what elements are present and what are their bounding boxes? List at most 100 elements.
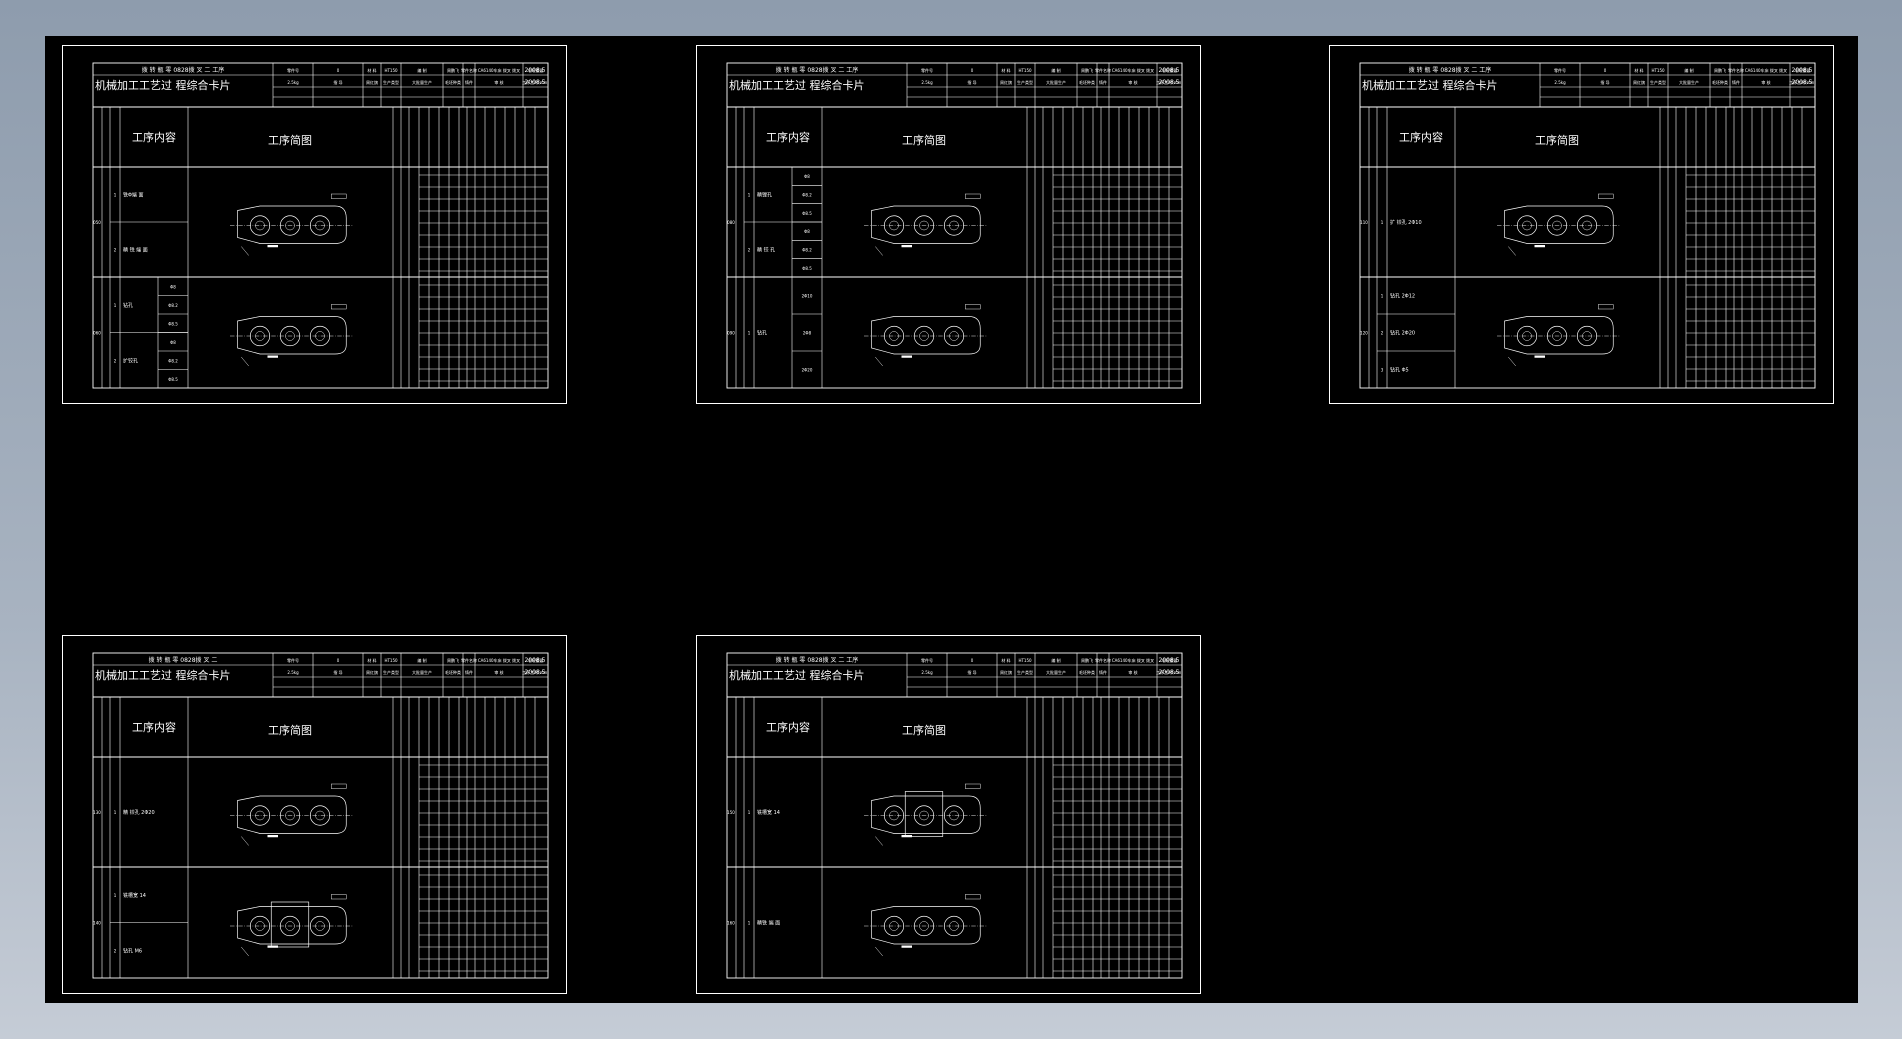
operation-number: 090	[727, 331, 735, 336]
card-title: 机械加工工艺过 程综合卡片	[95, 78, 231, 92]
header-cell-text: 大批量生产	[1046, 669, 1066, 675]
step-number: 1	[1381, 220, 1384, 225]
header-cell-text: 指 导	[967, 669, 976, 675]
header-cell-text: 毛坯种类	[1079, 79, 1095, 85]
sub-step-text: Φ8	[170, 284, 176, 289]
header-cell-text: 生产类型	[383, 79, 399, 85]
header-cell-text: 毛坯重量	[1162, 657, 1178, 663]
step-number: 2	[114, 948, 117, 953]
part-outline	[237, 906, 347, 945]
header-cell-text: 编 制	[1684, 67, 1693, 73]
column-header-content: 工序内容	[766, 130, 810, 144]
header-cell-text: 大批量生产	[412, 79, 432, 85]
header-cell-text: 审 核	[1128, 669, 1137, 675]
header-cell-text: 编 制	[417, 657, 426, 663]
header-cell-text: CA6140车床 拨叉 拨叉	[478, 657, 520, 663]
header-cell-text: 周鹏飞	[447, 67, 459, 73]
part-outline	[871, 795, 981, 834]
dimension-leader	[875, 946, 883, 957]
header-cell-text: 周红旗	[1000, 79, 1012, 85]
card-title: 机械加工工艺过 程综合卡片	[95, 668, 231, 682]
step-text: 精 铰孔 2Φ20	[123, 809, 155, 816]
header-cell-text: CA6140车床 拨叉 拨叉	[478, 67, 520, 73]
header-cell-text: 审 核	[1128, 79, 1137, 85]
step-number: 2	[114, 248, 117, 253]
header-cell-text: 毛坯种类	[445, 669, 461, 675]
header-cell-text: 周鹏飞	[1714, 67, 1726, 73]
header-cell-text: 材 料	[1001, 67, 1010, 73]
card-title: 机械加工工艺过 程综合卡片	[729, 668, 865, 682]
header-cell-text: 铸件	[465, 79, 473, 85]
header-cell-text: HT150	[1651, 68, 1665, 73]
part-info-label: 拨 转 瓶 零 0828拨 叉 二 工序	[142, 66, 225, 74]
header-cell-text: HT150	[384, 658, 398, 663]
sub-step-text: Φ8.5	[168, 321, 178, 326]
part-sketch	[864, 783, 988, 846]
header-cell-text: 铸件	[1099, 79, 1107, 85]
header-cell-text: 2.5kg	[921, 670, 933, 675]
operation-number: 120	[1360, 331, 1368, 336]
dimension-leader	[875, 246, 883, 256]
header-cell-text: 零件名称	[1095, 67, 1111, 73]
sub-step-text: Φ8	[170, 340, 176, 345]
header-cell-text: 编 制	[1051, 67, 1060, 73]
dimension-leader	[1508, 246, 1516, 256]
dimension-leader	[241, 356, 249, 367]
date-label: 2008.5	[1159, 67, 1180, 74]
header-cell-text: 零件名称	[461, 657, 477, 663]
step-text: 钻孔 Φ5	[1390, 367, 1409, 374]
dimension-leader	[1508, 356, 1516, 367]
header-cell-text: 材 料	[1634, 67, 1643, 73]
header-cell-text: 0	[337, 658, 340, 663]
header-cell-text: 2.5kg	[287, 80, 299, 85]
step-number: 2	[748, 248, 751, 253]
header-cell-text: 材 料	[1001, 657, 1010, 663]
card-frame	[726, 62, 1183, 389]
step-text: 扩铰孔	[123, 357, 138, 364]
date-label: 2008.5	[525, 669, 546, 676]
header-cell-text: 大批量生产	[412, 669, 432, 675]
date-label: 2008.5	[1792, 67, 1813, 74]
header-cell-text: HT150	[1018, 658, 1032, 663]
step-number: 1	[748, 331, 751, 336]
step-text: 铣槽宽 14	[757, 809, 780, 816]
step-text: 铣Φ端 面	[123, 192, 144, 199]
date-label: 2008.5	[1792, 79, 1813, 86]
header-cell-text: 毛坯种类	[1712, 79, 1728, 85]
sub-step-text: Φ8.2	[802, 248, 812, 253]
dimension-leader	[875, 356, 883, 367]
header-cell-text: 材 料	[367, 657, 376, 663]
part-outline	[1504, 205, 1614, 244]
step-number: 2	[114, 358, 117, 363]
part-sketch	[864, 894, 988, 957]
part-outline	[237, 316, 347, 355]
header-cell-text: 2.5kg	[287, 670, 299, 675]
header-cell-text: CA6140车床 拨叉 拨叉	[1112, 67, 1154, 73]
header-cell-text: 毛坯重量	[528, 657, 544, 663]
header-cell-text: 工序工时(min)	[522, 669, 549, 675]
part-outline	[1504, 316, 1614, 355]
header-cell-text: 毛坯种类	[1079, 669, 1095, 675]
operation-number: 150	[727, 810, 735, 815]
header-cell-text: 周鹏飞	[1081, 657, 1093, 663]
header-cell-text: 周红旗	[1633, 79, 1645, 85]
header-cell-text: 2.5kg	[921, 80, 933, 85]
step-number: 1	[114, 303, 117, 308]
date-label: 2008.5	[525, 79, 546, 86]
dimension-leader	[875, 836, 883, 846]
step-text: 钻孔 M6	[123, 947, 142, 954]
header-cell-text: 零件名称	[1095, 657, 1111, 663]
header-cell-text: 工序工时(min)	[1156, 669, 1183, 675]
column-header-content: 工序内容	[1399, 130, 1443, 144]
header-cell-text: 编 制	[1051, 657, 1060, 663]
